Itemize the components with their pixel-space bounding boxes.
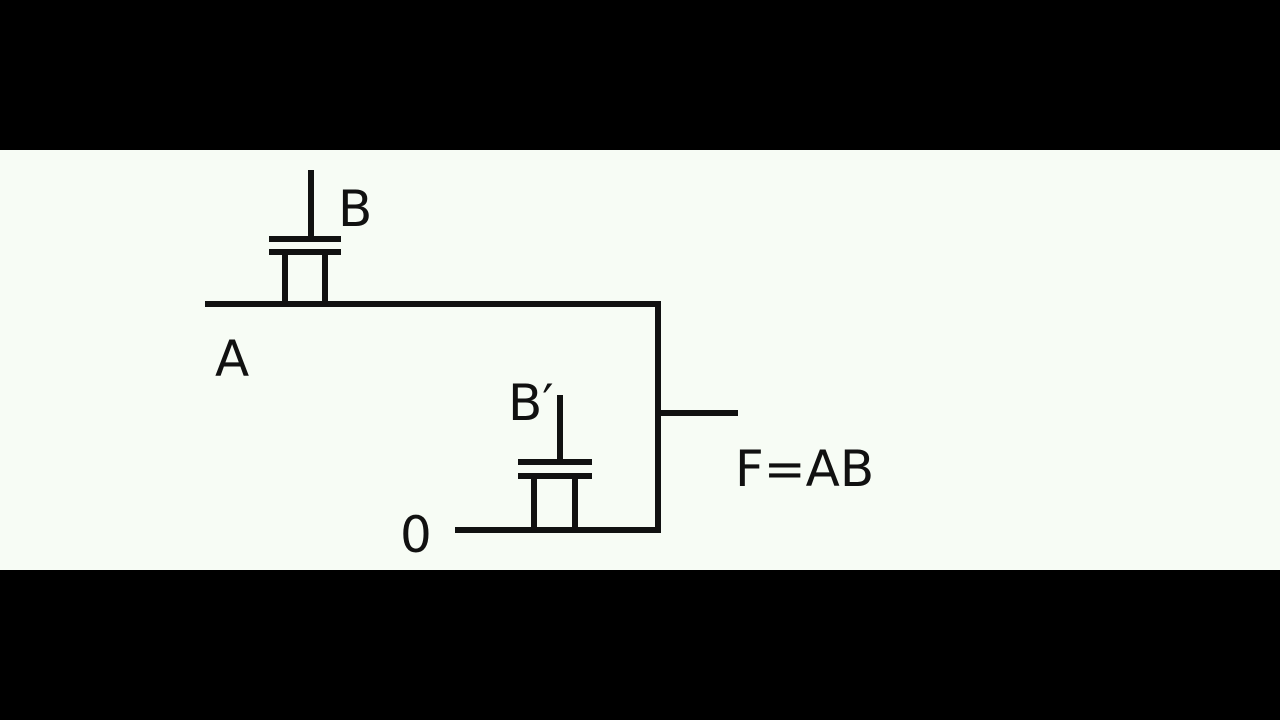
label-gate-b-prime: B′ — [508, 374, 554, 432]
top-transistor — [269, 170, 341, 307]
label-input-a: A — [215, 330, 249, 388]
bottom-transistor — [518, 395, 592, 533]
top-to-output-wire — [322, 301, 661, 530]
top-channel-body — [282, 252, 328, 307]
diagram-panel — [0, 150, 1280, 570]
label-gate-b: B — [338, 180, 372, 238]
bottom-channel-body — [531, 476, 578, 533]
label-output: F=AB — [735, 440, 874, 498]
label-input-zero: 0 — [400, 506, 432, 564]
